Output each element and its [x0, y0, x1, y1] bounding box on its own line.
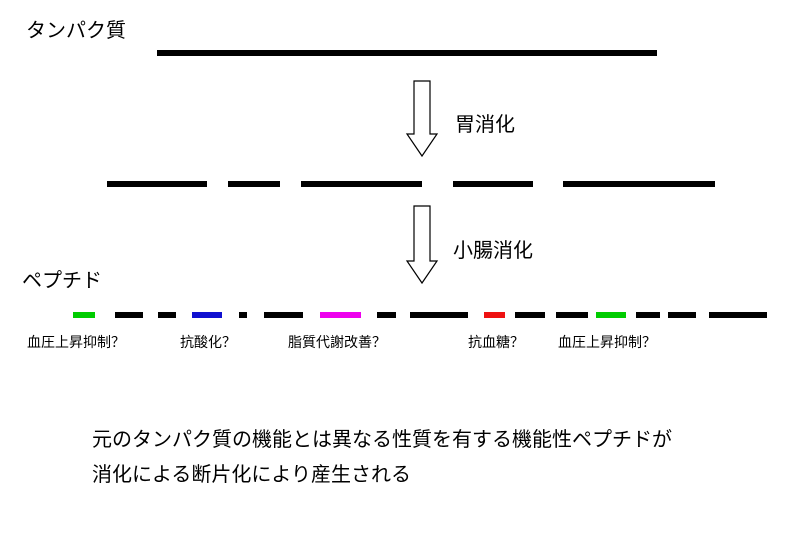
function-label-bp: 血圧上昇抑制？	[27, 335, 125, 351]
protein-line	[157, 50, 657, 56]
function-label-glucose: 抗血糖？	[468, 335, 524, 351]
peptide-segment	[264, 312, 303, 318]
caption-line-1: 元のタンパク質の機能とは異なる性質を有する機能性ペプチドが	[92, 427, 672, 451]
peptide-red	[484, 312, 505, 318]
peptide-segment	[515, 312, 545, 318]
peptide-segment	[158, 312, 176, 318]
peptide-blue	[192, 312, 222, 318]
peptide-segment	[410, 312, 468, 318]
fragment-2	[228, 181, 280, 187]
peptide-green	[596, 312, 626, 318]
peptide-segment	[115, 312, 143, 318]
function-label-bp-2: 血圧上昇抑制？	[558, 335, 656, 351]
caption-line-2: 消化による断片化により産生される	[92, 462, 411, 486]
peptide-segment	[709, 312, 767, 318]
fragment-5	[563, 181, 715, 187]
peptide-segment	[636, 312, 660, 318]
fragment-4	[453, 181, 533, 187]
function-label-lipid: 脂質代謝改善？	[288, 335, 386, 351]
peptide-green	[73, 312, 95, 318]
stomach-digestion-label: 胃消化	[455, 112, 515, 136]
down-arrow-icon	[405, 80, 439, 158]
peptide-segment	[668, 312, 696, 318]
fragment-3	[301, 181, 422, 187]
intestine-digestion-label: 小腸消化	[453, 238, 533, 262]
protein-label: タンパク質	[26, 18, 126, 42]
peptide-magenta	[320, 312, 361, 318]
fragment-1	[107, 181, 207, 187]
down-arrow-icon	[405, 205, 439, 285]
function-label-antioxidant: 抗酸化？	[180, 335, 236, 351]
peptide-segment	[556, 312, 588, 318]
peptide-segment	[377, 312, 396, 318]
peptide-label: ペプチド	[22, 268, 102, 292]
peptide-segment	[239, 312, 247, 318]
